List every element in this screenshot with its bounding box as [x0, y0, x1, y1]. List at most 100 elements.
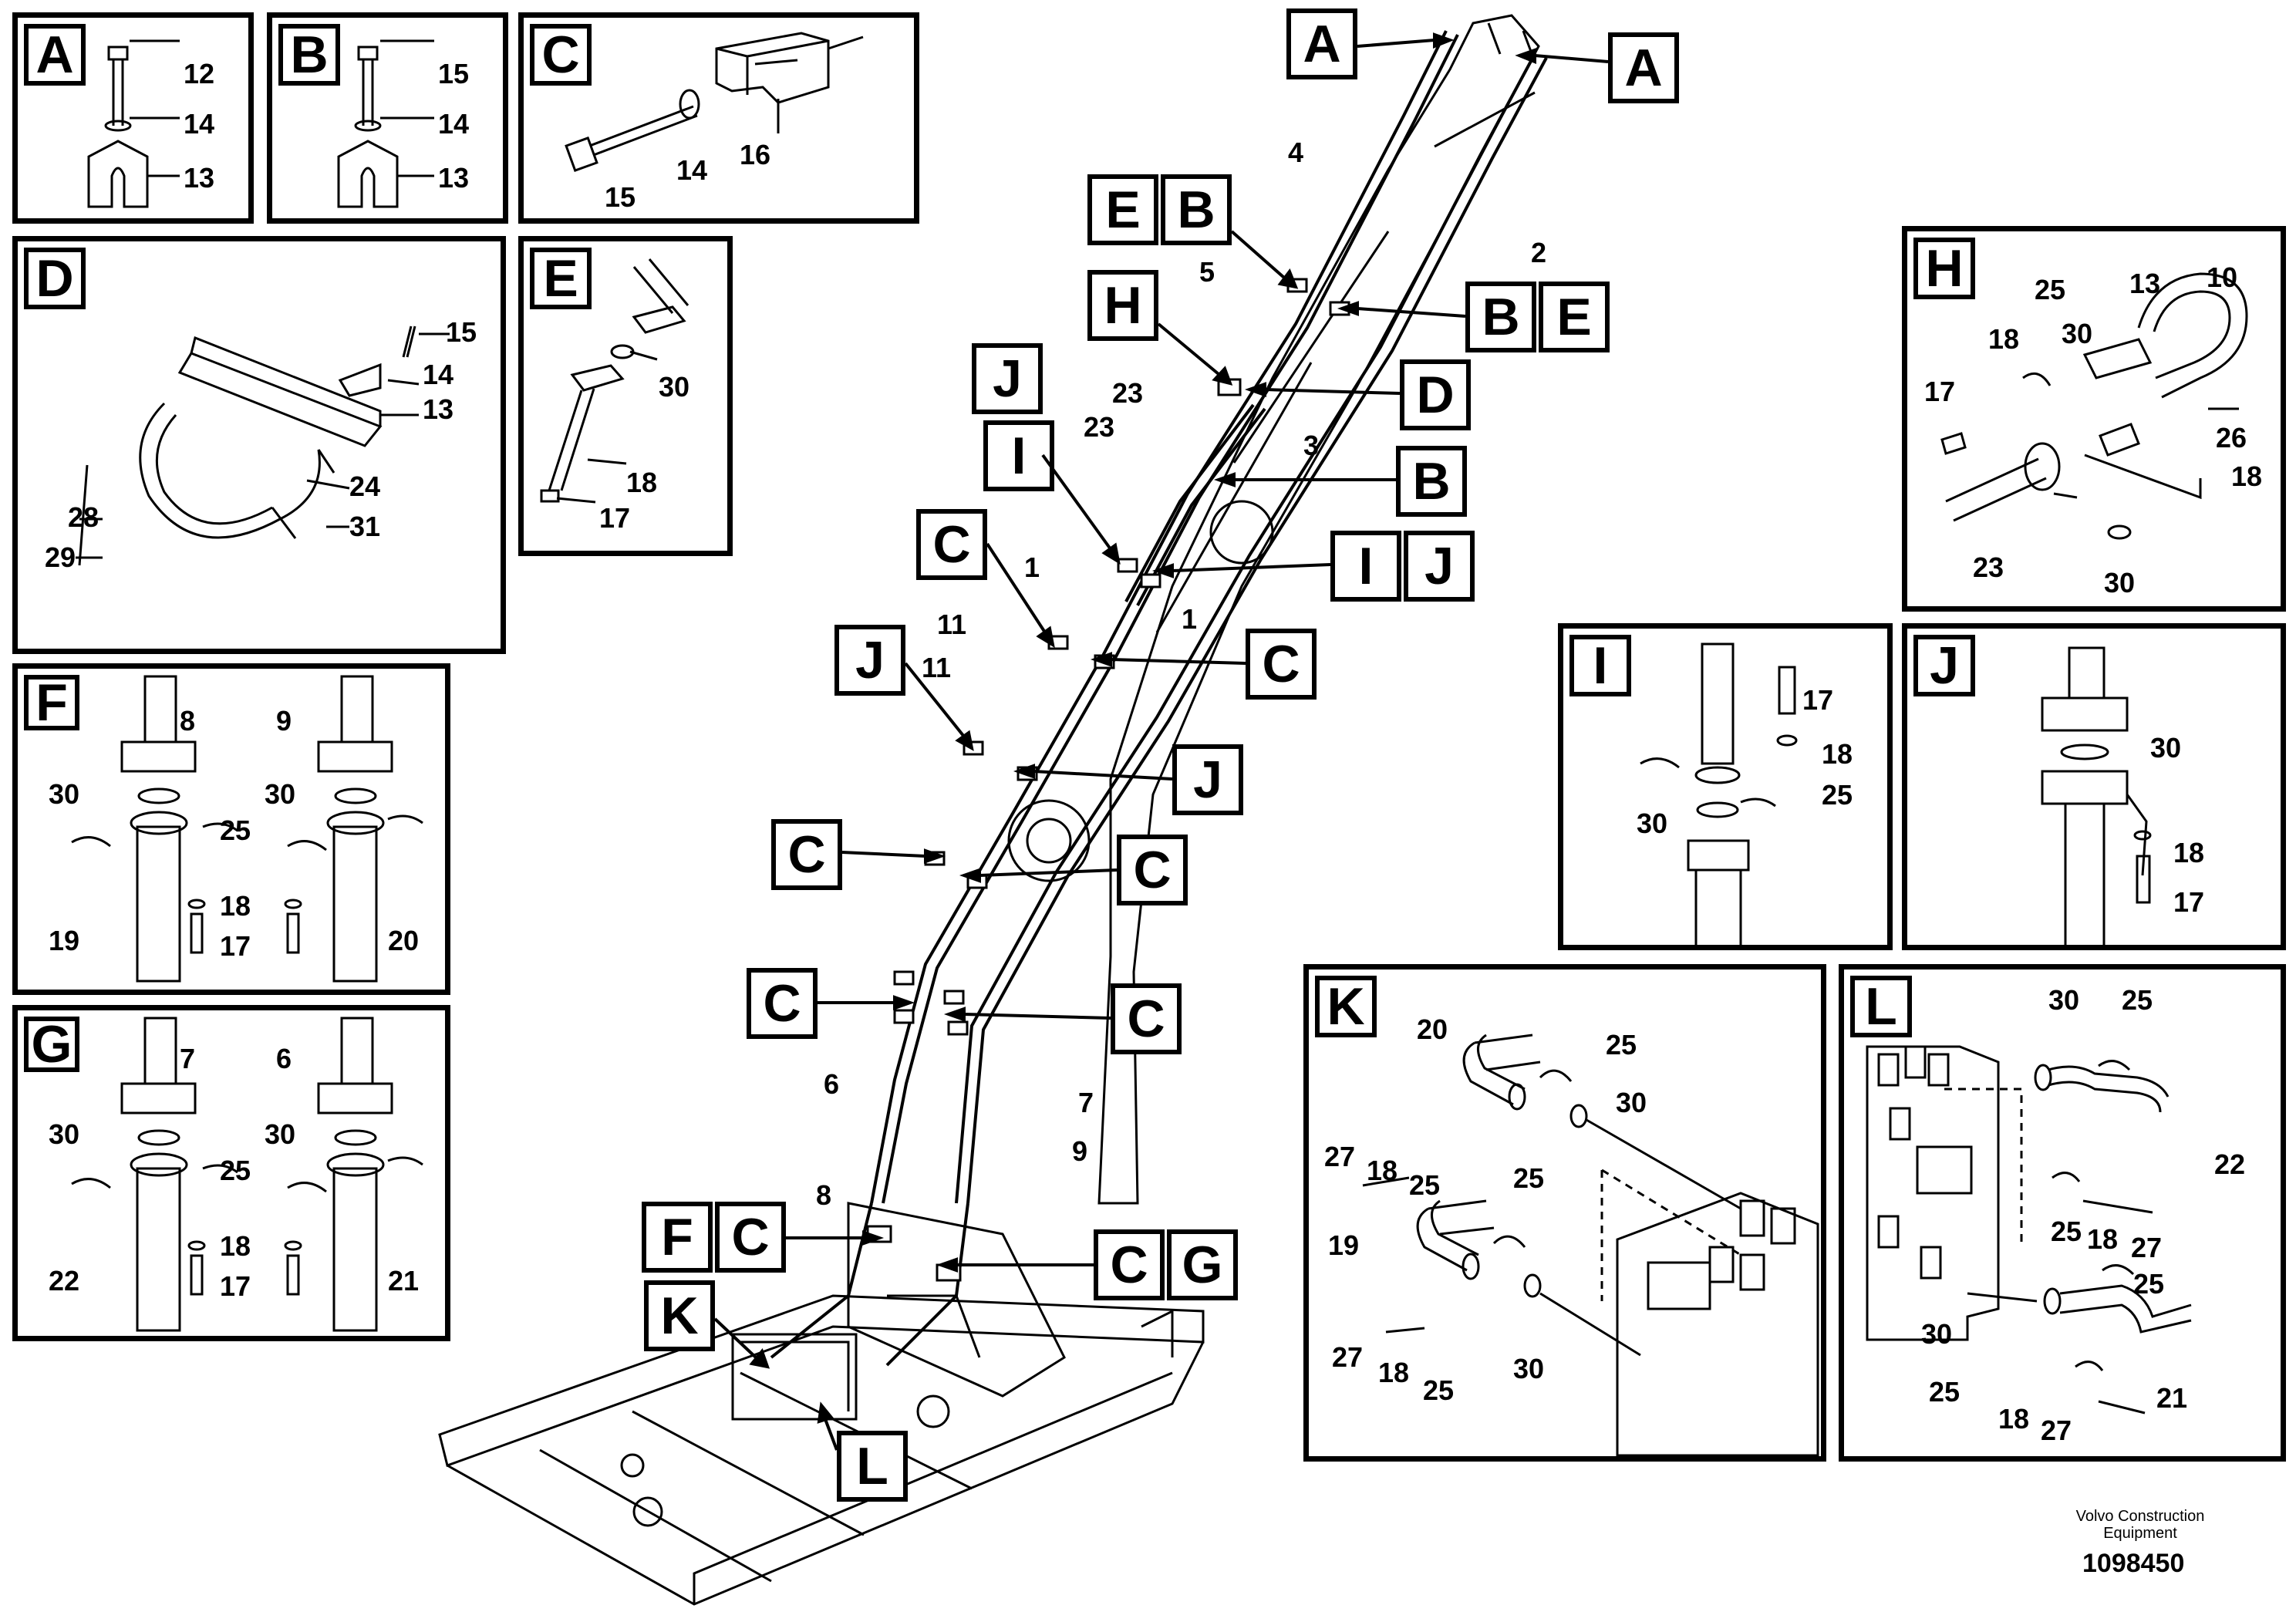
panel-a-part-12: 12: [184, 58, 215, 89]
callout-i-upper[interactable]: I: [983, 420, 1054, 491]
callout-c-left-mid[interactable]: C: [771, 819, 842, 890]
callout-b-right-lower[interactable]: B: [1396, 446, 1467, 517]
panel-c-part-16: 16: [740, 139, 771, 170]
callout-a-left[interactable]: A: [1286, 8, 1357, 79]
panel-g-part-17: 17: [220, 1270, 251, 1302]
main-part-6: 6: [824, 1068, 840, 1100]
brand-line-1: Volvo Construction: [2075, 1508, 2205, 1525]
callout-c-left-low[interactable]: C: [747, 968, 818, 1039]
panel-k-part-25-c: 25: [1513, 1162, 1545, 1194]
panel-a-label[interactable]: A: [24, 24, 86, 86]
callout-c-upper-left[interactable]: C: [916, 509, 987, 580]
callout-k[interactable]: K: [644, 1280, 715, 1351]
callout-c-right-3[interactable]: C: [1111, 983, 1182, 1054]
main-part-11-b: 11: [922, 652, 952, 683]
panel-j-label[interactable]: J: [1913, 635, 1975, 696]
panel-d-part-31: 31: [349, 511, 381, 542]
panel-f-part-19: 19: [49, 925, 80, 956]
callout-f[interactable]: F: [642, 1202, 713, 1273]
panel-l-label[interactable]: L: [1850, 976, 1912, 1037]
callout-j-right-mid[interactable]: J: [1172, 744, 1243, 815]
panel-i-part-30: 30: [1637, 808, 1668, 839]
panel-l: L 30 25 22 25 18 27 25 30 25 18 27 21: [1839, 964, 2286, 1462]
panel-l-part-30-a: 30: [2048, 984, 2080, 1016]
main-part-8: 8: [816, 1179, 832, 1211]
callout-h[interactable]: H: [1087, 270, 1158, 341]
panel-f-part-30-b: 30: [265, 778, 296, 810]
panel-e-label[interactable]: E: [530, 248, 592, 309]
callout-j-mid-left[interactable]: J: [834, 625, 905, 696]
panel-d-part-15: 15: [446, 316, 477, 348]
panel-j-part-30: 30: [2150, 732, 2182, 764]
callout-b-right-upper[interactable]: B: [1465, 282, 1536, 352]
callout-c-right-1[interactable]: C: [1246, 629, 1317, 700]
panel-k-part-25-d: 25: [1423, 1374, 1455, 1406]
panel-i-label[interactable]: I: [1569, 635, 1631, 696]
panel-f-label[interactable]: F: [24, 675, 79, 730]
panel-f-part-18: 18: [220, 890, 251, 922]
panel-l-part-25-c: 25: [2133, 1268, 2165, 1300]
panel-h-part-17: 17: [1924, 376, 1956, 407]
panel-i-part-25: 25: [1822, 779, 1853, 811]
panel-j-part-18: 18: [2173, 837, 2205, 868]
callout-e-left[interactable]: E: [1087, 174, 1158, 245]
panel-c-label[interactable]: C: [530, 24, 592, 86]
panel-f: F 8 9 30 30 25 18 17 19 20: [12, 663, 450, 995]
panel-f-part-30-a: 30: [49, 778, 80, 810]
panel-j: J 30 18 17: [1902, 623, 2286, 950]
panel-h: H 25 13 10 18 30 17 26 18 23 30: [1902, 226, 2286, 612]
main-part-23-b: 23: [1084, 411, 1115, 443]
callout-j-upper[interactable]: J: [972, 343, 1043, 414]
panel-b-part-14: 14: [438, 108, 470, 140]
panel-k-part-20: 20: [1417, 1013, 1448, 1045]
panel-g-part-30-b: 30: [265, 1118, 296, 1150]
panel-k-part-18-b: 18: [1378, 1357, 1410, 1388]
panel-g-part-6: 6: [276, 1043, 292, 1074]
callout-g[interactable]: G: [1167, 1229, 1238, 1300]
panel-g-part-25: 25: [220, 1155, 251, 1186]
callout-j-right[interactable]: J: [1404, 531, 1475, 602]
panel-k-part-30-a: 30: [1616, 1087, 1647, 1118]
panel-l-part-18-b: 18: [1998, 1403, 2030, 1435]
panel-d-part-24: 24: [349, 470, 381, 502]
panel-i-part-17: 17: [1802, 684, 1834, 716]
panel-k-part-27-a: 27: [1324, 1141, 1356, 1172]
panel-h-label[interactable]: H: [1913, 238, 1975, 299]
panel-k-part-19: 19: [1328, 1229, 1360, 1261]
panel-j-part-17: 17: [2173, 886, 2205, 918]
callout-c-bottom-right[interactable]: C: [1094, 1229, 1165, 1300]
panel-k-label[interactable]: K: [1315, 976, 1377, 1037]
brand-text: Volvo Construction Equipment: [2013, 1508, 2267, 1542]
panel-b-label[interactable]: B: [278, 24, 340, 86]
callout-d[interactable]: D: [1400, 359, 1471, 430]
main-part-1-right: 1: [1182, 603, 1198, 635]
panel-e-drawing: [540, 258, 689, 504]
panel-l-part-25-d: 25: [1929, 1376, 1961, 1408]
panel-l-part-18-a: 18: [2087, 1223, 2119, 1255]
callout-i-right[interactable]: I: [1330, 531, 1401, 602]
panel-d-part-14: 14: [423, 359, 454, 390]
panel-h-part-23: 23: [1973, 551, 2004, 583]
panel-h-part-30-b: 30: [2104, 567, 2136, 599]
panel-g-part-18: 18: [220, 1230, 251, 1262]
panel-g: G 7 6 30 30 25 18 17 22 21: [12, 1005, 450, 1341]
panel-k-part-30-b: 30: [1513, 1353, 1545, 1384]
panel-a-part-14: 14: [184, 108, 215, 140]
panel-h-part-26: 26: [2216, 422, 2247, 454]
panel-h-part-18-a: 18: [1988, 323, 2020, 355]
panel-c-part-15: 15: [605, 181, 636, 213]
panel-h-part-10: 10: [2207, 261, 2238, 293]
main-part-2: 2: [1531, 237, 1547, 268]
callout-c-bottom-left[interactable]: C: [715, 1202, 786, 1273]
panel-g-label[interactable]: G: [24, 1017, 79, 1072]
callout-l[interactable]: L: [837, 1431, 908, 1502]
panel-l-part-21: 21: [2156, 1382, 2188, 1414]
callout-a-right[interactable]: A: [1608, 32, 1679, 103]
panel-d-part-29: 29: [45, 541, 76, 573]
callout-e-right[interactable]: E: [1539, 282, 1610, 352]
main-part-1-left: 1: [1024, 551, 1040, 583]
panel-i: I 17 18 25 30: [1558, 623, 1893, 950]
callout-b-left[interactable]: B: [1161, 174, 1232, 245]
callout-c-right-2[interactable]: C: [1117, 835, 1188, 905]
panel-d-label[interactable]: D: [24, 248, 86, 309]
